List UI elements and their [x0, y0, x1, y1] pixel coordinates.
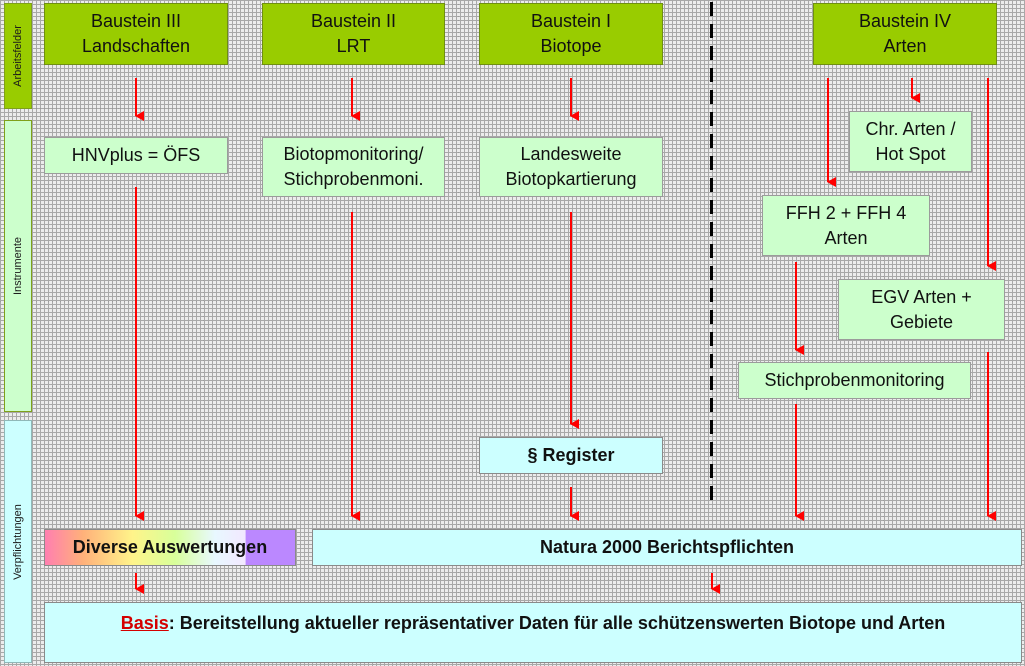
basis-text: : Bereitstellung aktueller repräsentativ… — [168, 613, 946, 633]
instrument-chr-arten-hot-spot: Chr. Arten / Hot Spot — [849, 111, 972, 172]
instrument-label: Biotopmonitoring/ Stichprobenmoni. — [283, 144, 424, 189]
grid-line — [118, 0, 119, 666]
grid-line — [798, 0, 799, 666]
grid-line — [203, 0, 204, 666]
instrument-stichprobenmonitoring: Stichprobenmonitoring — [738, 362, 971, 399]
header-title: Baustein III — [90, 11, 182, 31]
obligation-basis: Basis: Bereitstellung aktueller repräsen… — [44, 602, 1022, 663]
header-baustein-iii: Baustein III Landschaften — [44, 3, 228, 65]
obligation-natura-2000: Natura 2000 Berichtspflichten — [312, 529, 1022, 566]
grid-line — [458, 0, 459, 666]
grid-line — [0, 216, 1025, 217]
instrument-egv-arten-gebiete: EGV Arten + Gebiete — [838, 279, 1005, 340]
dashed-separator — [710, 2, 713, 505]
instrument-biotopmonitoring: Biotopmonitoring/ Stichprobenmoni. — [262, 137, 445, 197]
instrument-hnvplus: HNVplus = ÖFS — [44, 137, 228, 174]
row-label-instrumente: Instrumente — [4, 120, 32, 412]
grid-line — [0, 579, 1025, 580]
grid-line — [0, 108, 1025, 109]
grid-line — [288, 0, 289, 666]
header-title: Baustein I — [530, 11, 612, 31]
instrument-label: Landesweite Biotopkartierung — [505, 144, 637, 189]
header-baustein-ii: Baustein II LRT — [262, 3, 445, 65]
instrument-landesweite-biotopkartierung: Landesweite Biotopkartierung — [479, 137, 663, 197]
obligation-label: Natura 2000 Berichtspflichten — [539, 537, 795, 557]
grid-line — [0, 386, 1025, 387]
header-subtitle: Landschaften — [81, 36, 191, 56]
header-subtitle: Arten — [883, 36, 927, 56]
instrument-label: Stichprobenmonitoring — [764, 370, 945, 390]
instrument-ffh-arten: FFH 2 + FFH 4 Arten — [762, 195, 930, 256]
header-title: Baustein IV — [858, 11, 952, 31]
instrument-label: Chr. Arten / Hot Spot — [865, 118, 956, 164]
header-subtitle: LRT — [336, 36, 371, 56]
grid-line — [543, 0, 544, 666]
row-label-verpflichtungen: Verpflichtungen — [4, 420, 32, 663]
header-subtitle: Biotope — [540, 36, 602, 56]
header-baustein-i: Baustein I Biotope — [479, 3, 663, 65]
obligation-register: § Register — [479, 437, 663, 474]
obligation-label: § Register — [527, 445, 615, 465]
header-title: Baustein II — [310, 11, 397, 31]
instrument-label: EGV Arten + Gebiete — [871, 286, 972, 332]
instrument-label: FFH 2 + FFH 4 Arten — [785, 202, 907, 248]
row-label-arbeitsfelder: Arbeitsfelder — [4, 3, 32, 109]
obligation-diverse-auswertungen: Diverse Auswertungen — [44, 529, 296, 566]
grid-line — [373, 0, 374, 666]
obligation-label: Diverse Auswertungen — [72, 537, 268, 557]
header-baustein-iv: Baustein IV Arten — [813, 3, 997, 65]
grid-line — [628, 0, 629, 666]
basis-label: Basis — [120, 613, 169, 633]
instrument-label: HNVplus = ÖFS — [71, 145, 201, 165]
grid-line — [0, 301, 1025, 302]
